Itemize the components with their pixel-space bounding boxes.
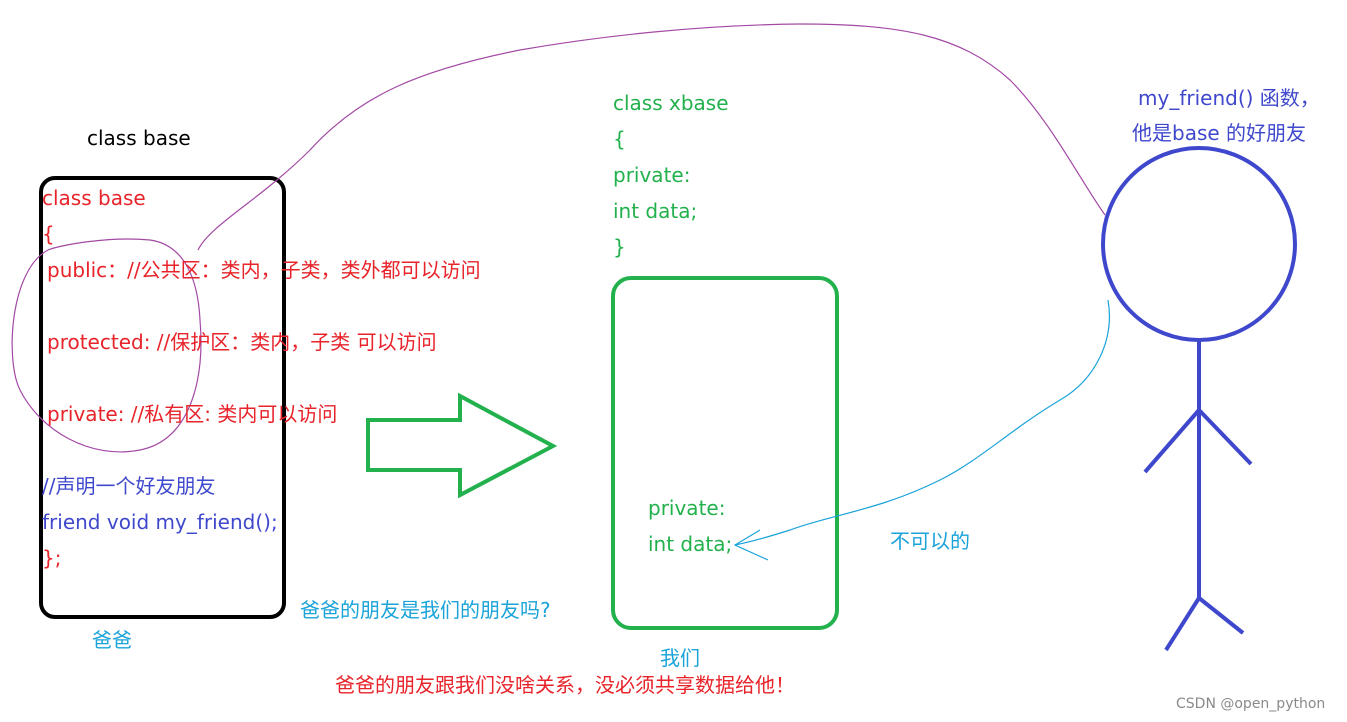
stick-figure-right-leg xyxy=(1197,596,1245,635)
friend-caption-line1: my_friend() 函数， xyxy=(1138,86,1320,110)
purple-friend-curve xyxy=(197,23,1106,251)
child-data-member: int data; xyxy=(613,199,698,223)
parent-protected-line: protected: //保护区：类内，子类 可以访问 xyxy=(47,330,437,354)
question-note: 爸爸的朋友是我们的朋友吗? xyxy=(300,598,551,622)
child-private-label: private: xyxy=(613,163,691,187)
inheritance-arrow xyxy=(366,392,558,499)
stick-figure-head xyxy=(1101,146,1297,342)
stick-figure-left-arm xyxy=(1143,408,1201,474)
cyan-access-curve xyxy=(734,299,1110,546)
stick-figure xyxy=(1101,146,1297,652)
child-class-box xyxy=(611,276,839,630)
answer-note: 爸爸的朋友跟我们没啥关系，没必须共享数据给他！ xyxy=(335,673,795,697)
cyan-arrow-head xyxy=(733,529,769,561)
stick-figure-left-leg xyxy=(1164,596,1201,652)
parent-label: 爸爸 xyxy=(92,628,132,652)
purple-access-loop xyxy=(11,238,202,453)
parent-public-line: public：//公共区：类内，子类，类外都可以访问 xyxy=(47,258,481,282)
stick-figure-right-arm xyxy=(1197,408,1253,466)
child-label: 我们 xyxy=(660,646,700,670)
child-inner-private: private: xyxy=(648,496,726,520)
friend-caption-line2: 他是base 的好朋友 xyxy=(1132,121,1307,145)
parent-friend-comment: //声明一个好友朋友 xyxy=(42,474,216,498)
parent-open-brace: { xyxy=(42,222,55,246)
parent-private-line: private: //私有区: 类内可以访问 xyxy=(47,402,338,426)
parent-caption: class base xyxy=(87,126,191,150)
child-open-brace: { xyxy=(613,127,626,151)
child-class-decl: class xbase xyxy=(613,91,729,115)
parent-class-box xyxy=(39,176,286,619)
child-inner-data: int data; xyxy=(648,532,733,556)
not-allowed-note: 不可以的 xyxy=(890,529,970,553)
parent-class-decl: class base xyxy=(42,186,146,210)
watermark: CSDN @open_python xyxy=(1176,696,1326,712)
child-close-brace: } xyxy=(613,235,626,259)
parent-close-brace: }; xyxy=(42,546,62,570)
parent-friend-decl: friend void my_friend(); xyxy=(42,510,278,534)
